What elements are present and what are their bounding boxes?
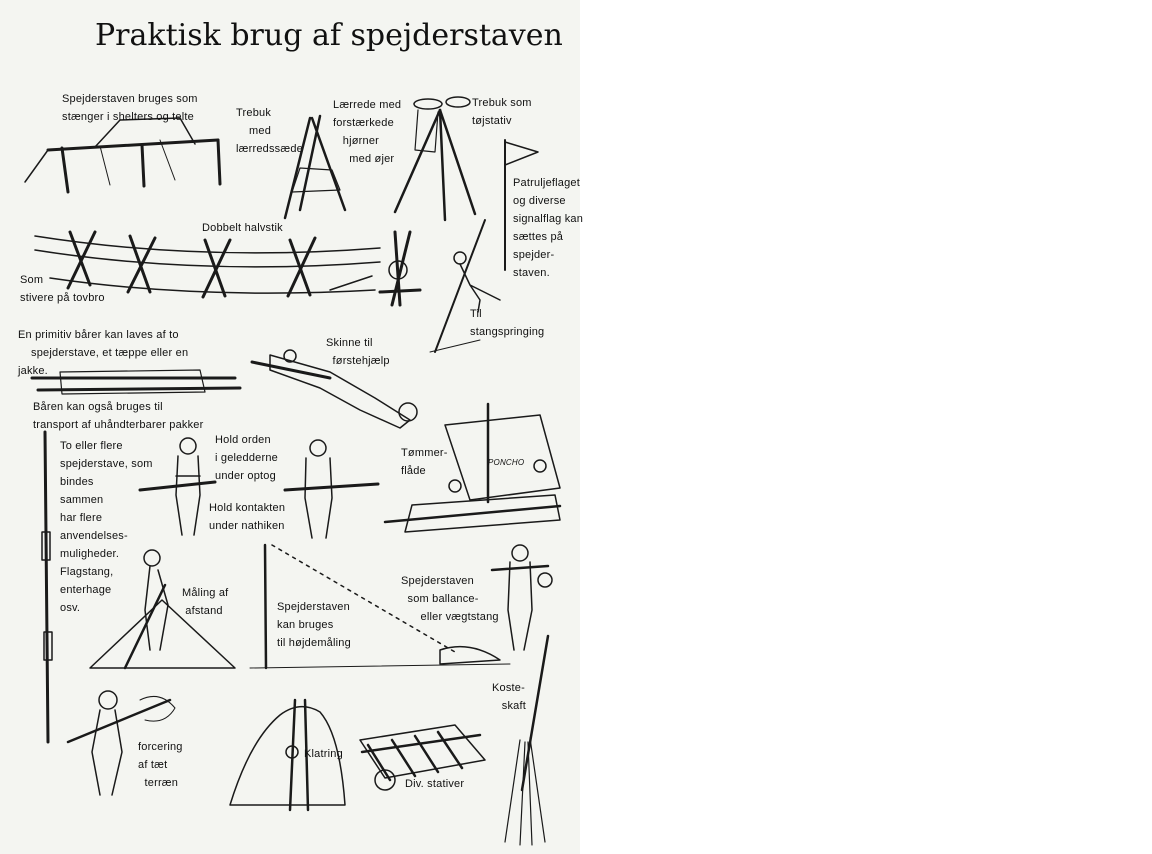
stands-drawing xyxy=(359,724,486,791)
label-hoejde: Spejderstaven kan bruges til højdemåling xyxy=(277,601,351,649)
stretcher-drawing xyxy=(30,369,242,395)
label-kontakt: Hold kontakten under nathiken xyxy=(209,502,286,532)
label-tovbro: Som stivere på tovbro xyxy=(20,274,105,304)
label-baaren: Båren kan også bruges til transport af u… xyxy=(33,401,204,431)
label-skinne: Skinne til førstehjælp xyxy=(326,337,390,367)
label-laerrede: Lærrede med forstærkede hjørner med øjer xyxy=(333,99,402,165)
broom-drawing xyxy=(504,634,550,846)
illustration-sheet xyxy=(0,0,580,854)
label-forcering: forcering af tæt terræn xyxy=(138,741,183,789)
label-orden: Hold orden i geledderne under optog xyxy=(215,434,278,482)
label-halvstik: Dobbelt halvstik xyxy=(202,222,283,234)
balance-bar-drawing xyxy=(490,544,553,651)
label-ballance: Spejderstaven som ballance- eller vægtst… xyxy=(401,575,499,623)
label-poncho: PONCHO xyxy=(488,458,525,467)
climbing-drawing xyxy=(229,698,346,812)
height-measure-drawing xyxy=(249,543,511,670)
label-klatring: Klatring xyxy=(304,748,343,760)
pole-vault-drawing xyxy=(429,219,501,353)
rope-bridge-drawing xyxy=(34,230,381,299)
label-patrulje: Patruljeflaget og diverse signalflag kan… xyxy=(513,177,584,279)
flag-drawing xyxy=(504,139,539,271)
label-baarer: En primitiv bårer kan laves af to spejde… xyxy=(18,329,189,377)
distance-measure-drawing xyxy=(89,549,236,670)
label-toemmer: Tømmer- flåde xyxy=(401,447,448,477)
label-maaling: Måling af afstand xyxy=(182,587,229,617)
page-title: Praktisk brug af spejderstaven xyxy=(95,18,563,53)
shelter-drawing xyxy=(24,117,222,194)
label-shelter: Spejderstaven bruges som stænger i shelt… xyxy=(62,93,198,123)
label-trebuk-toej: Trebuk som tøjstativ xyxy=(472,97,532,127)
trebuk-clothes-drawing xyxy=(393,96,477,222)
label-koste: Koste- skaft xyxy=(492,682,526,712)
flagpole-drawing xyxy=(41,430,53,744)
label-flere: To eller flere spejderstave, som bindes … xyxy=(60,440,153,614)
label-trebuk-saede: Trebuk med lærredssæde xyxy=(236,107,304,155)
forcing-terrain-drawing xyxy=(66,690,176,796)
splint-figure-drawing xyxy=(250,349,418,429)
label-stativer: Div. stativer xyxy=(405,778,465,790)
raft-drawing xyxy=(383,402,562,533)
scouts-line-drawing xyxy=(138,437,380,539)
hitch-knot-drawing xyxy=(378,230,422,307)
illustration-drawings xyxy=(24,96,562,846)
trebuk-seat-drawing xyxy=(283,114,347,220)
label-stang: Til stangspringing xyxy=(470,308,545,338)
